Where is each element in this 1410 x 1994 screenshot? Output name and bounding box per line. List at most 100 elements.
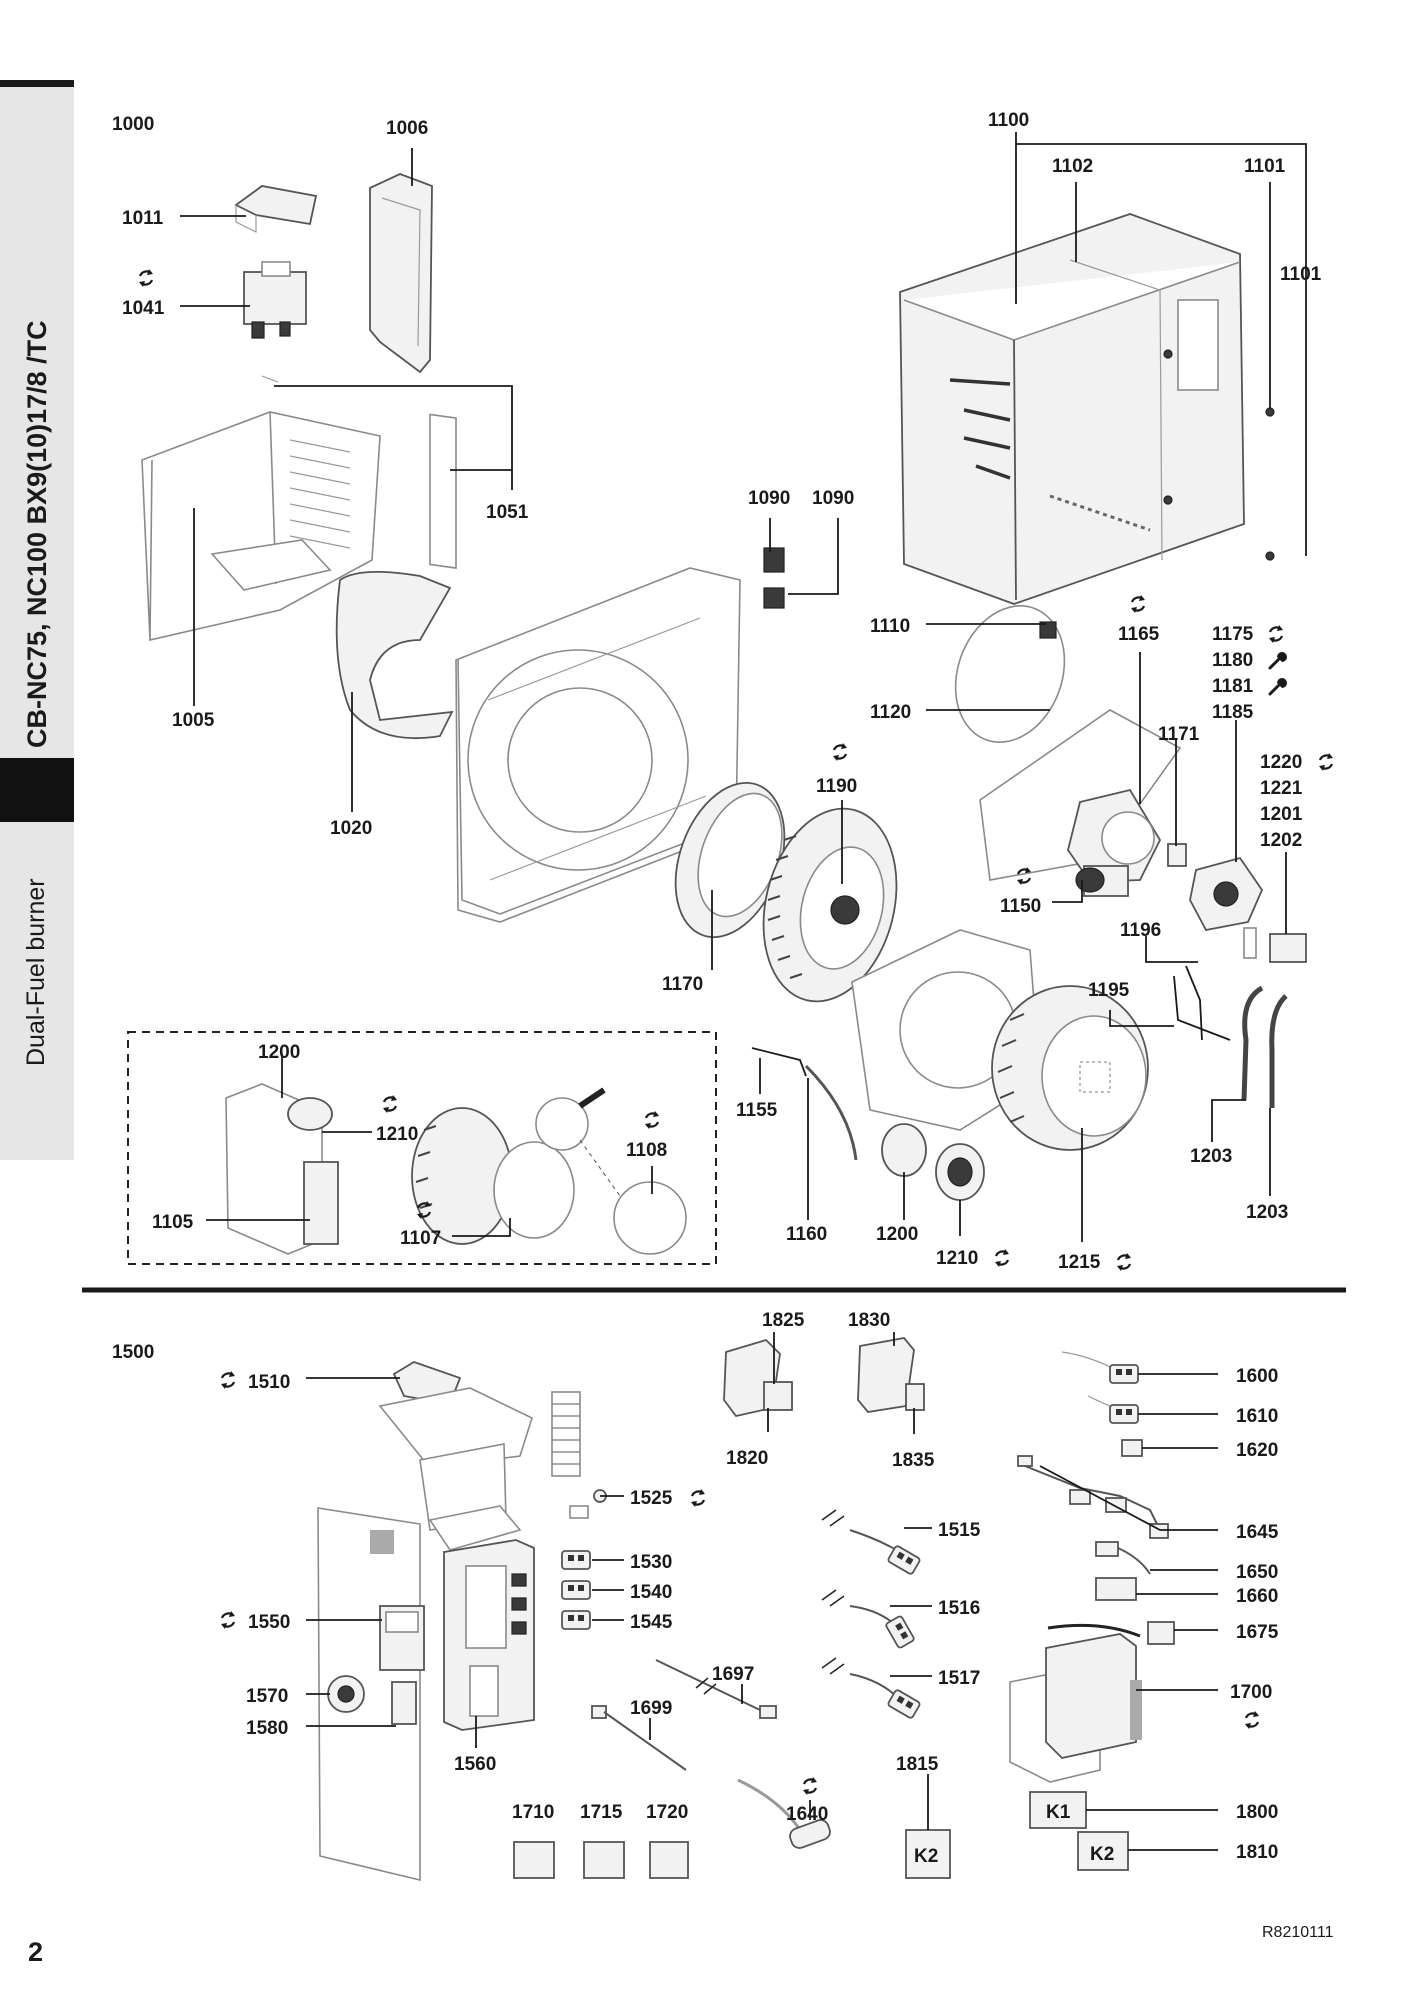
label-1640: 1640 <box>786 1804 828 1825</box>
label-1171: 1171 <box>1158 724 1200 745</box>
label-1810: 1810 <box>1236 1842 1278 1863</box>
sidebar <box>0 80 74 1160</box>
label-1560: 1560 <box>454 1754 496 1775</box>
label-1515: 1515 <box>938 1520 981 1541</box>
label-1516: 1516 <box>938 1598 980 1619</box>
label-1825: 1825 <box>762 1310 805 1331</box>
label-1202: 1202 <box>1260 830 1302 851</box>
sidebar-section-marker <box>0 758 74 822</box>
label-1120: 1120 <box>870 702 911 723</box>
label-1196: 1196 <box>1120 920 1161 941</box>
part-1020-air-guide <box>335 570 454 740</box>
label-1195: 1195 <box>1088 980 1130 1001</box>
part-1011-bracket <box>234 185 318 226</box>
label-1550: 1550 <box>248 1612 290 1633</box>
label-1155: 1155 <box>736 1100 778 1121</box>
label-1041: 1041 <box>122 298 165 319</box>
label-1610: 1610 <box>1236 1406 1278 1427</box>
sidebar-top-rule <box>0 80 74 87</box>
label-1181: 1181 <box>1212 676 1254 697</box>
label-1517: 1517 <box>938 1668 980 1689</box>
label-1220: 1220 <box>1260 752 1302 773</box>
label-1101-a: 1101 <box>1244 156 1286 177</box>
part-1165-motor <box>1067 788 1162 897</box>
part-1202-valve <box>1269 933 1307 963</box>
label-1699: 1699 <box>630 1698 672 1719</box>
part-1100-cover <box>899 213 1245 605</box>
part-1120-plate <box>954 605 1066 743</box>
label-1815: 1815 <box>896 1754 939 1775</box>
label-1102: 1102 <box>1052 156 1093 177</box>
part-1006-bracket <box>369 173 433 374</box>
exchange-icon <box>993 1247 1011 1269</box>
label-1530: 1530 <box>630 1552 672 1573</box>
page-number: 2 <box>28 1937 44 1967</box>
exchange-icon <box>219 1369 237 1391</box>
label-1090-b: 1090 <box>812 488 854 509</box>
exchange-icon <box>1115 1251 1133 1273</box>
part-1108-detail <box>613 1181 687 1255</box>
label-1110: 1110 <box>870 616 910 637</box>
label-1620: 1620 <box>1236 1440 1278 1461</box>
label-1105: 1105 <box>152 1212 194 1233</box>
label-1675: 1675 <box>1236 1622 1279 1643</box>
label-1090-a: 1090 <box>748 488 790 509</box>
part-1200-flange <box>881 1123 927 1177</box>
bottom-leader-lines <box>306 1332 1218 1851</box>
label-1203-a: 1203 <box>1190 1146 1232 1167</box>
part-1580-board <box>391 1681 417 1725</box>
label-1160: 1160 <box>786 1224 827 1245</box>
top-leader-lines <box>180 132 1307 1242</box>
label-1210: 1210 <box>936 1248 978 1269</box>
label-1201: 1201 <box>1260 804 1303 825</box>
label-1011: 1011 <box>122 208 164 229</box>
part-1107-fan <box>411 1087 606 1245</box>
exchange-icon <box>1129 593 1147 615</box>
exchange-icon <box>1317 751 1335 773</box>
label-1215: 1215 <box>1058 1252 1101 1273</box>
wrench-icon <box>1268 676 1289 696</box>
exchange-icon <box>219 1609 237 1631</box>
label-1006: 1006 <box>386 118 428 139</box>
relay-mark-k2-small: K2 <box>914 1846 938 1867</box>
label-1715: 1715 <box>580 1802 623 1823</box>
part-1215-blower <box>991 985 1149 1151</box>
section-label-1000: 1000 <box>112 114 154 135</box>
part-1700-controller <box>1045 1633 1137 1759</box>
label-1830: 1830 <box>848 1310 890 1331</box>
label-1710: 1710 <box>512 1802 554 1823</box>
exchange-icon <box>643 1109 661 1131</box>
label-1835: 1835 <box>892 1450 935 1471</box>
label-1020: 1020 <box>330 818 372 839</box>
label-1210-inset: 1210 <box>376 1124 418 1145</box>
inset-frame <box>127 1031 717 1265</box>
part-1190-fan-wheel <box>762 807 898 1003</box>
label-1645: 1645 <box>1236 1522 1279 1543</box>
label-1185: 1185 <box>1212 702 1254 723</box>
exchange-icon <box>381 1093 399 1115</box>
exchange-icon <box>801 1775 819 1797</box>
label-1200-inset: 1200 <box>258 1042 300 1063</box>
part-1175-pump <box>1189 856 1264 932</box>
label-1650: 1650 <box>1236 1562 1278 1583</box>
label-1720: 1720 <box>646 1802 688 1823</box>
label-1580: 1580 <box>246 1718 288 1739</box>
label-1540: 1540 <box>630 1582 672 1603</box>
label-1221: 1221 <box>1260 778 1303 799</box>
exchange-icon <box>1243 1709 1261 1731</box>
part-back-panel <box>317 1507 421 1882</box>
exchange-icon <box>137 267 155 289</box>
wrench-icon <box>1268 650 1289 670</box>
top-assembly-drawing <box>127 173 1307 1265</box>
label-1180: 1180 <box>1212 650 1253 671</box>
document-reference: R8210111 <box>1262 1924 1334 1941</box>
label-1107: 1107 <box>400 1228 441 1249</box>
exchange-icon <box>1267 623 1285 645</box>
label-1101-b: 1101 <box>1280 264 1322 285</box>
label-1108: 1108 <box>626 1140 667 1161</box>
label-1005: 1005 <box>172 710 215 731</box>
part-1090-plug <box>763 547 785 573</box>
label-1697: 1697 <box>712 1664 754 1685</box>
label-1150: 1150 <box>1000 896 1041 917</box>
